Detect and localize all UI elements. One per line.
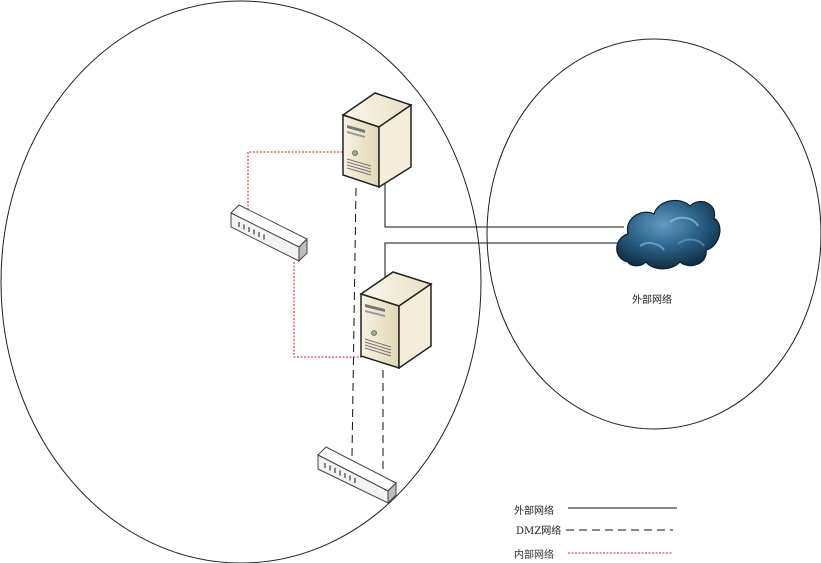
internal-link-top bbox=[247, 151, 346, 212]
switch-icon bbox=[317, 446, 397, 505]
internal-link-bottom bbox=[293, 262, 362, 358]
internal-zone-ellipse bbox=[0, 0, 482, 563]
server-icon bbox=[341, 92, 413, 189]
legend-internal-label: 内部网络 bbox=[514, 550, 554, 561]
external-zone-ellipse bbox=[486, 38, 821, 430]
switch-icon bbox=[230, 204, 308, 263]
dmz-link-top bbox=[351, 187, 357, 457]
cloud-icon bbox=[616, 199, 721, 270]
cloud-label: 外部网络 bbox=[632, 295, 672, 306]
legend-external-label: 外部网络 bbox=[514, 506, 554, 517]
legend-dmz-label: DMZ网络 bbox=[516, 526, 562, 537]
server-icon bbox=[359, 271, 433, 370]
external-link-top bbox=[384, 180, 624, 228]
